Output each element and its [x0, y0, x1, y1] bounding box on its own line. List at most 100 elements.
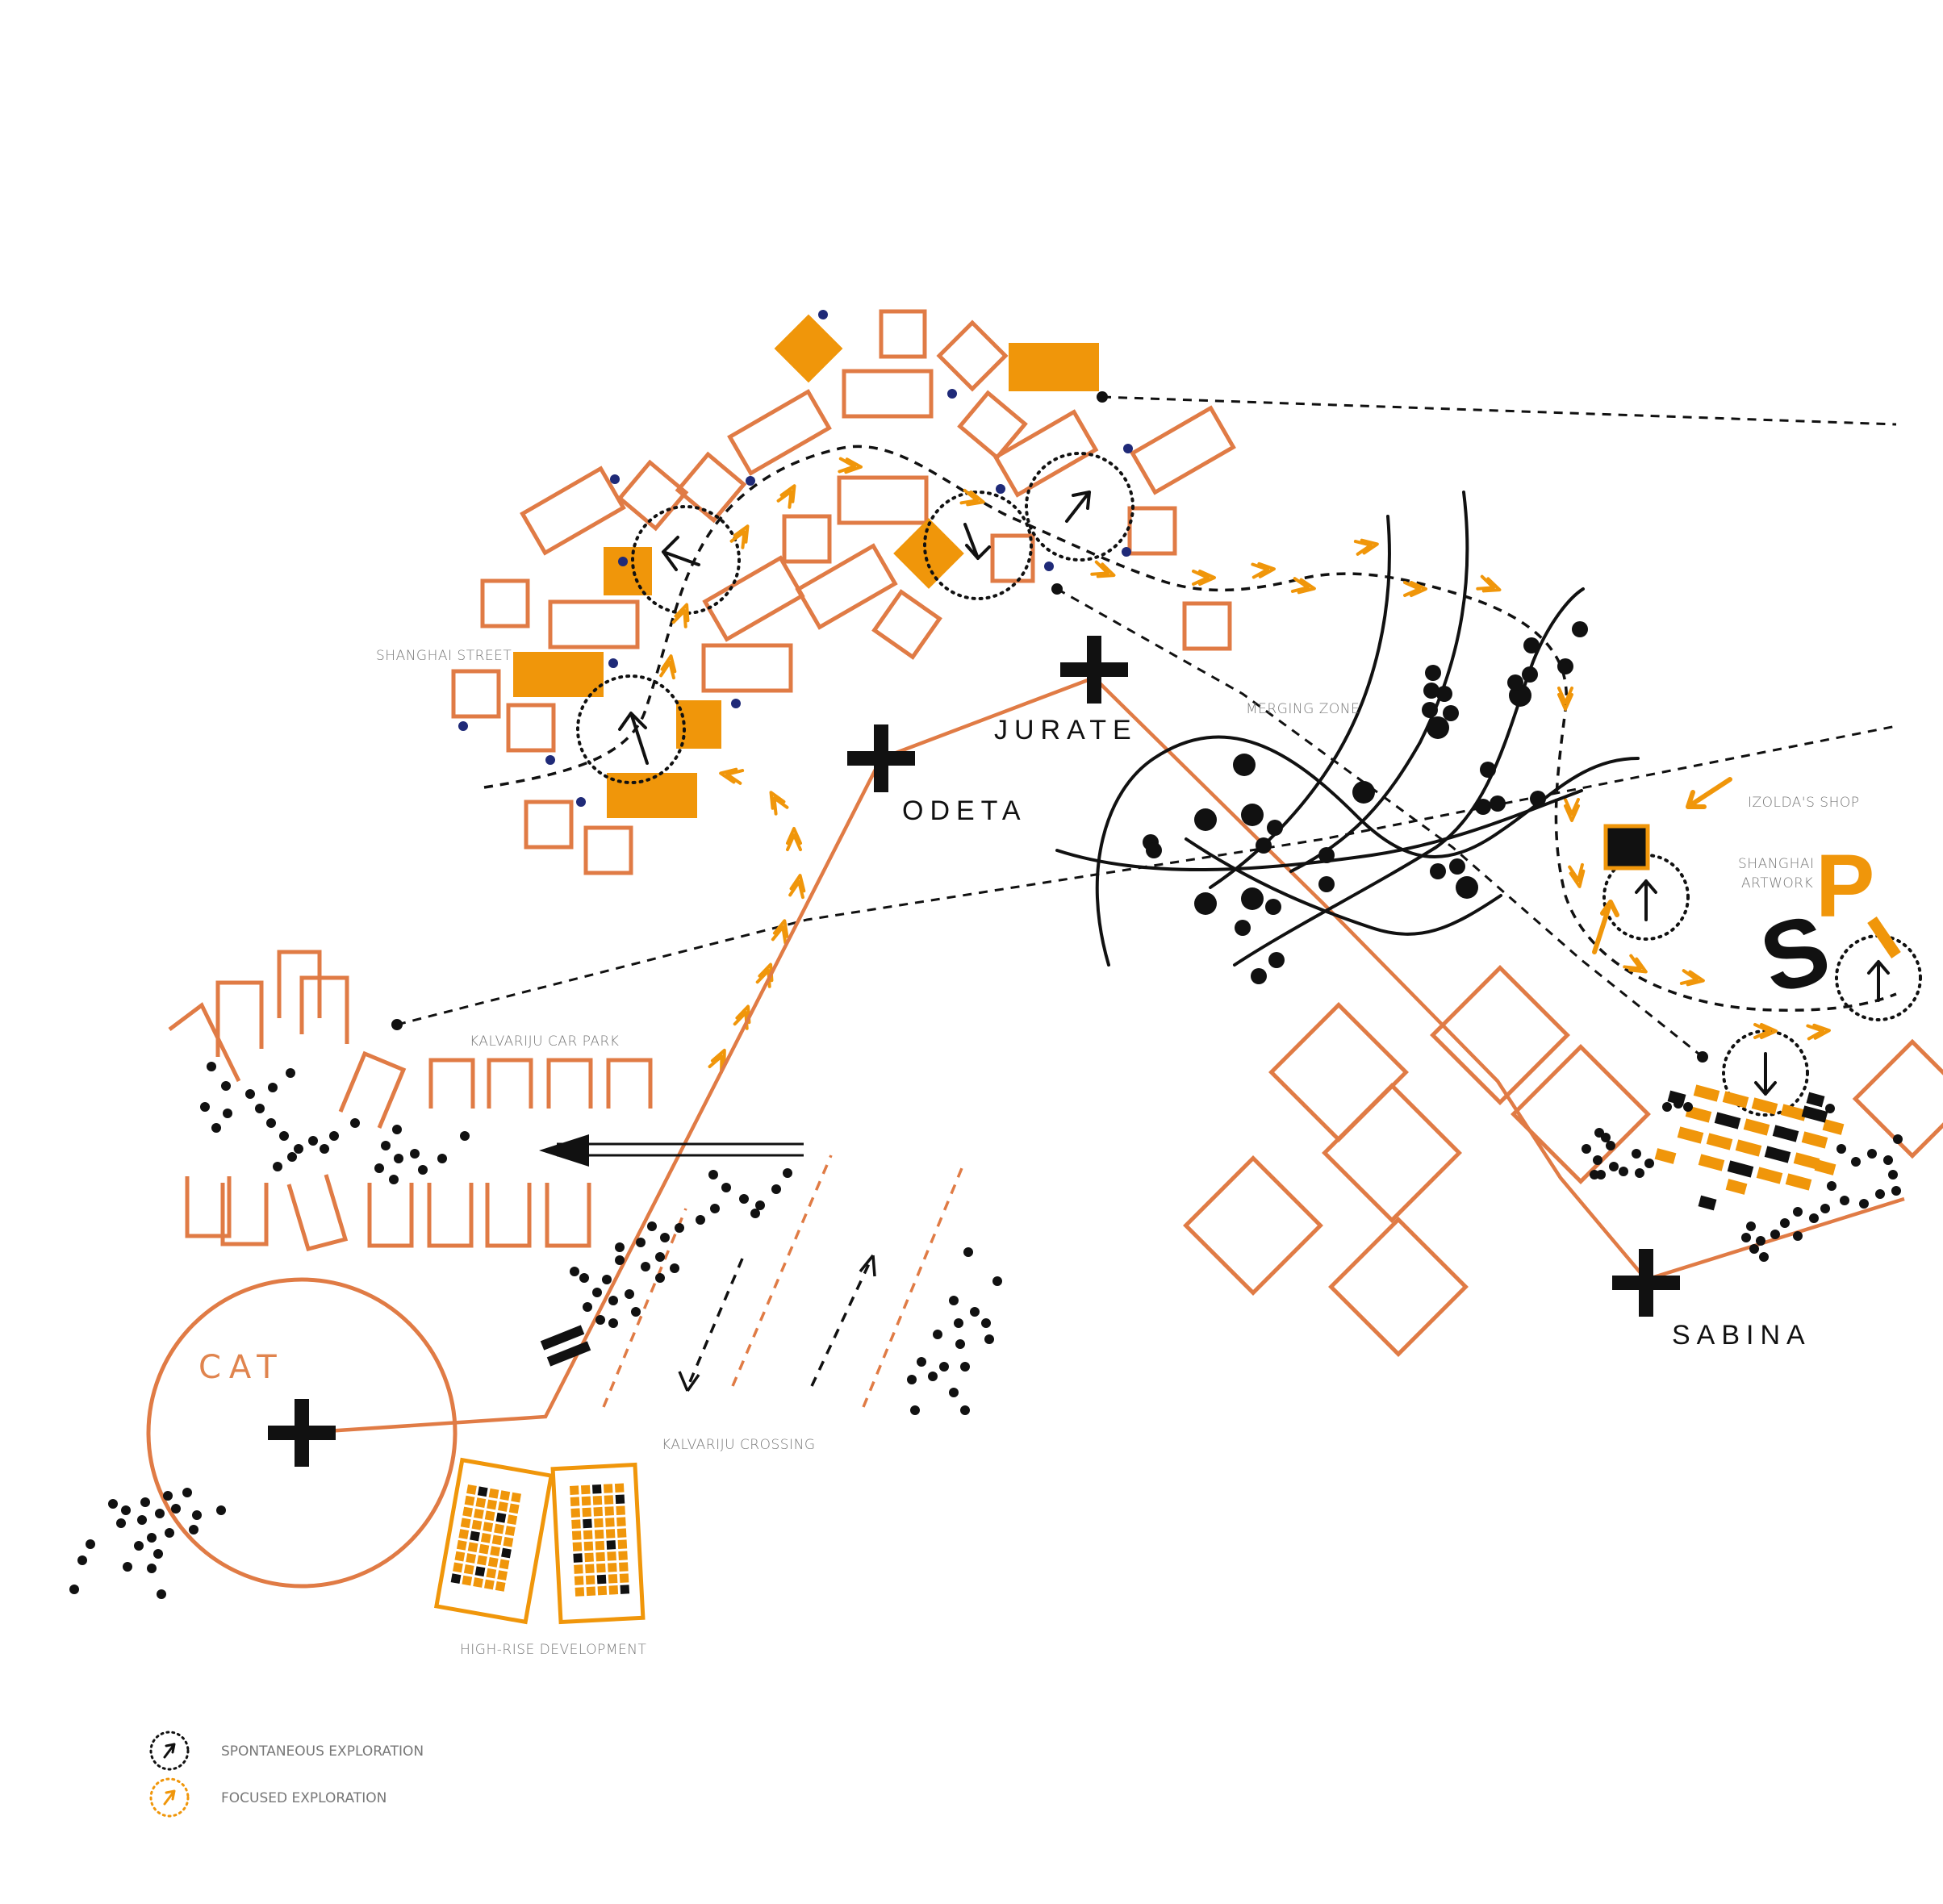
legend: SPONTANEOUS EXPLORATION FOCUSED EXPLORAT… [149, 1731, 424, 1818]
odeta-label: ODETA [902, 795, 1027, 826]
tower-window [619, 1562, 629, 1572]
shanghai-street-buildings [451, 309, 1236, 875]
tower-window [605, 1529, 616, 1539]
focused-exploration-icon [149, 1777, 190, 1818]
tower-window [570, 1497, 580, 1506]
tower-window [484, 1579, 495, 1590]
tower-window [488, 1488, 499, 1499]
tower-window [467, 1542, 478, 1553]
jurate-marker [1060, 636, 1128, 704]
tower-window [594, 1518, 604, 1528]
tower-window [466, 1484, 477, 1495]
tower-window [501, 1547, 512, 1559]
crossing-arrow-up [859, 1254, 876, 1277]
tower-window [581, 1496, 591, 1506]
izoldas-shop-label: IZOLDA'S SHOP [1748, 795, 1860, 811]
tower-window [503, 1536, 514, 1547]
tower-window [570, 1508, 581, 1518]
sabina-label: SABINA [1672, 1320, 1811, 1351]
tower-window [619, 1573, 629, 1583]
tower-window [491, 1534, 503, 1546]
tower-window [571, 1530, 582, 1540]
connection-node [391, 1019, 403, 1030]
tower-window [607, 1551, 616, 1561]
connection-node [1051, 583, 1063, 595]
tower-window [498, 1501, 508, 1512]
tower-window [453, 1562, 463, 1573]
tower-window [486, 1568, 497, 1579]
tower-window [456, 1539, 467, 1551]
market-stalls [1654, 1084, 1845, 1211]
izoldas-shop [1592, 777, 1732, 954]
tower-window [585, 1575, 595, 1585]
tower-window [483, 1522, 494, 1532]
tower-window [605, 1518, 615, 1527]
tower-window [458, 1529, 470, 1539]
person-routes [301, 675, 1905, 1435]
tower-window [504, 1526, 516, 1536]
tower-window [595, 1551, 605, 1562]
tower-window [511, 1492, 521, 1503]
tower-window [616, 1528, 627, 1538]
tower-window [480, 1533, 491, 1543]
jurate-label: JURATE [994, 715, 1138, 745]
tower-window [604, 1506, 614, 1516]
shanghai-artwork-label-2: ARTWORK [1741, 875, 1813, 891]
sabina-marker [1612, 1249, 1680, 1317]
merging-zone-trees [1143, 621, 1588, 984]
tower-window [470, 1530, 480, 1542]
tower-window [616, 1505, 625, 1516]
tower-window [575, 1587, 585, 1597]
tower-window [474, 1566, 486, 1577]
merging-zone-label: MERGING ZONE [1246, 701, 1360, 717]
odeta-marker [847, 724, 915, 792]
spontaneous-exploration-icon [149, 1731, 190, 1771]
tower-window [570, 1485, 579, 1495]
tower-window [464, 1495, 475, 1506]
tower-window [604, 1495, 614, 1505]
tower-window [507, 1514, 518, 1526]
tower-window [497, 1570, 508, 1580]
kalvariju-car-park-label: KALVARIJU CAR PARK [470, 1033, 619, 1050]
tower-window [487, 1499, 497, 1510]
tower-window [596, 1574, 607, 1585]
legend-spontaneous-label: SPONTANEOUS EXPLORATION [221, 1743, 424, 1760]
tower-window [582, 1507, 592, 1518]
tower-window [460, 1518, 471, 1529]
tower-window [594, 1529, 604, 1539]
tower-window [450, 1573, 462, 1585]
tower-window [585, 1564, 595, 1574]
tower-window [596, 1563, 606, 1573]
tower-window [583, 1518, 592, 1529]
shanghai-street-label: SHANGHAI STREET [376, 648, 512, 664]
tower-window [473, 1577, 483, 1588]
tower-window [495, 1512, 507, 1523]
tower-window [586, 1586, 596, 1597]
tower-window [574, 1576, 584, 1585]
high-rise-development [433, 1457, 646, 1625]
tower-window [592, 1495, 603, 1505]
tower-window [606, 1540, 616, 1550]
tower-window [591, 1484, 602, 1494]
artwork-chevron [1867, 917, 1901, 958]
tower-window [608, 1585, 619, 1595]
car-park-arrow [539, 1134, 804, 1167]
crossing-arrow-down [678, 1371, 700, 1393]
tower-window [608, 1574, 618, 1584]
tower-window [571, 1519, 581, 1529]
crossing-marks [540, 1325, 591, 1367]
pedestrian-dots [69, 1062, 1903, 1599]
shanghai-street-filled-buildings [513, 314, 1099, 818]
tower-window [484, 1510, 495, 1522]
tower-window [595, 1540, 605, 1551]
tower-window [574, 1564, 583, 1574]
tower-window [462, 1575, 473, 1586]
tower-window [583, 1530, 593, 1540]
tower-window [615, 1494, 625, 1505]
tower-window [572, 1542, 583, 1551]
tower-window [573, 1553, 583, 1563]
shanghai-walking-route [483, 445, 1897, 1012]
tower-window [617, 1539, 628, 1549]
tower-window [490, 1546, 501, 1556]
tower-window [499, 1490, 511, 1501]
